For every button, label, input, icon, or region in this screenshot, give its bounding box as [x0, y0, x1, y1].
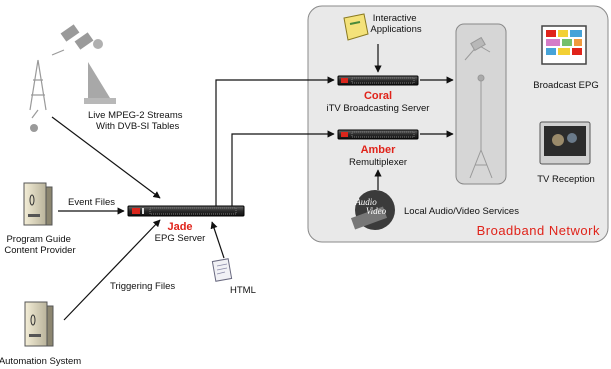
- amber-name: Amber: [361, 144, 397, 156]
- automation-system-label: Automation System: [0, 356, 81, 367]
- svg-text:Video: Video: [366, 206, 387, 216]
- rack-server-icon: [337, 75, 419, 86]
- connector-triggering-files: [63, 219, 161, 321]
- rack-server-icon: [337, 129, 419, 140]
- mpeg-line1: Live MPEG-2 Streams: [88, 110, 183, 121]
- interactive-applications-label: Interactive Applications: [370, 13, 421, 35]
- tv-icon: [539, 121, 591, 165]
- mpeg-streams-label: Live MPEG-2 Streams: [88, 110, 183, 121]
- folder-icon: [343, 13, 369, 41]
- tv-reception-label: TV Reception: [537, 174, 595, 185]
- mpeg-line2: With DVB-SI Tables: [96, 121, 179, 132]
- rack-server-icon: [127, 205, 245, 217]
- connector-jade-coral: [215, 76, 335, 206]
- coral-role: iTV Broadcasting Server: [327, 103, 430, 114]
- satellite-dish-icon: [84, 62, 116, 104]
- mpeg-streams-label-2: With DVB-SI Tables: [96, 121, 179, 132]
- connector-jade-amber: [231, 130, 335, 206]
- triggering-files-label: Triggering Files: [110, 281, 175, 292]
- audio-video-badge-icon: Audio Video: [350, 190, 395, 230]
- jade-role: EPG Server: [155, 233, 206, 244]
- antenna-tower-icon: [29, 49, 65, 119]
- computer-tower-icon: [23, 182, 53, 226]
- network-label: Broadband Network: [477, 223, 600, 238]
- computer-tower-icon: [24, 301, 54, 347]
- svg-text:Audio: Audio: [354, 197, 377, 207]
- satellite-dish-icon: [60, 24, 103, 50]
- broadcast-epg-label: Broadcast EPG: [533, 80, 598, 91]
- program-guide-label: Program Guide Content Provider: [4, 234, 75, 256]
- coral-name: Coral: [364, 90, 392, 102]
- local-av-label: Local Audio/Video Services: [404, 206, 519, 217]
- event-files-label: Event Files: [68, 197, 115, 208]
- html-label: HTML: [230, 285, 256, 296]
- tv-icon: [541, 25, 587, 65]
- dish-small-icon: [30, 124, 38, 132]
- document-icon: [211, 258, 233, 282]
- jade-name: Jade: [167, 221, 192, 233]
- connector-html-jade: [210, 221, 225, 259]
- antenna-tower-icon: [464, 36, 493, 179]
- amber-role: Remultiplexer: [349, 157, 407, 168]
- connector-streams: [51, 116, 161, 199]
- connectors: [51, 44, 454, 321]
